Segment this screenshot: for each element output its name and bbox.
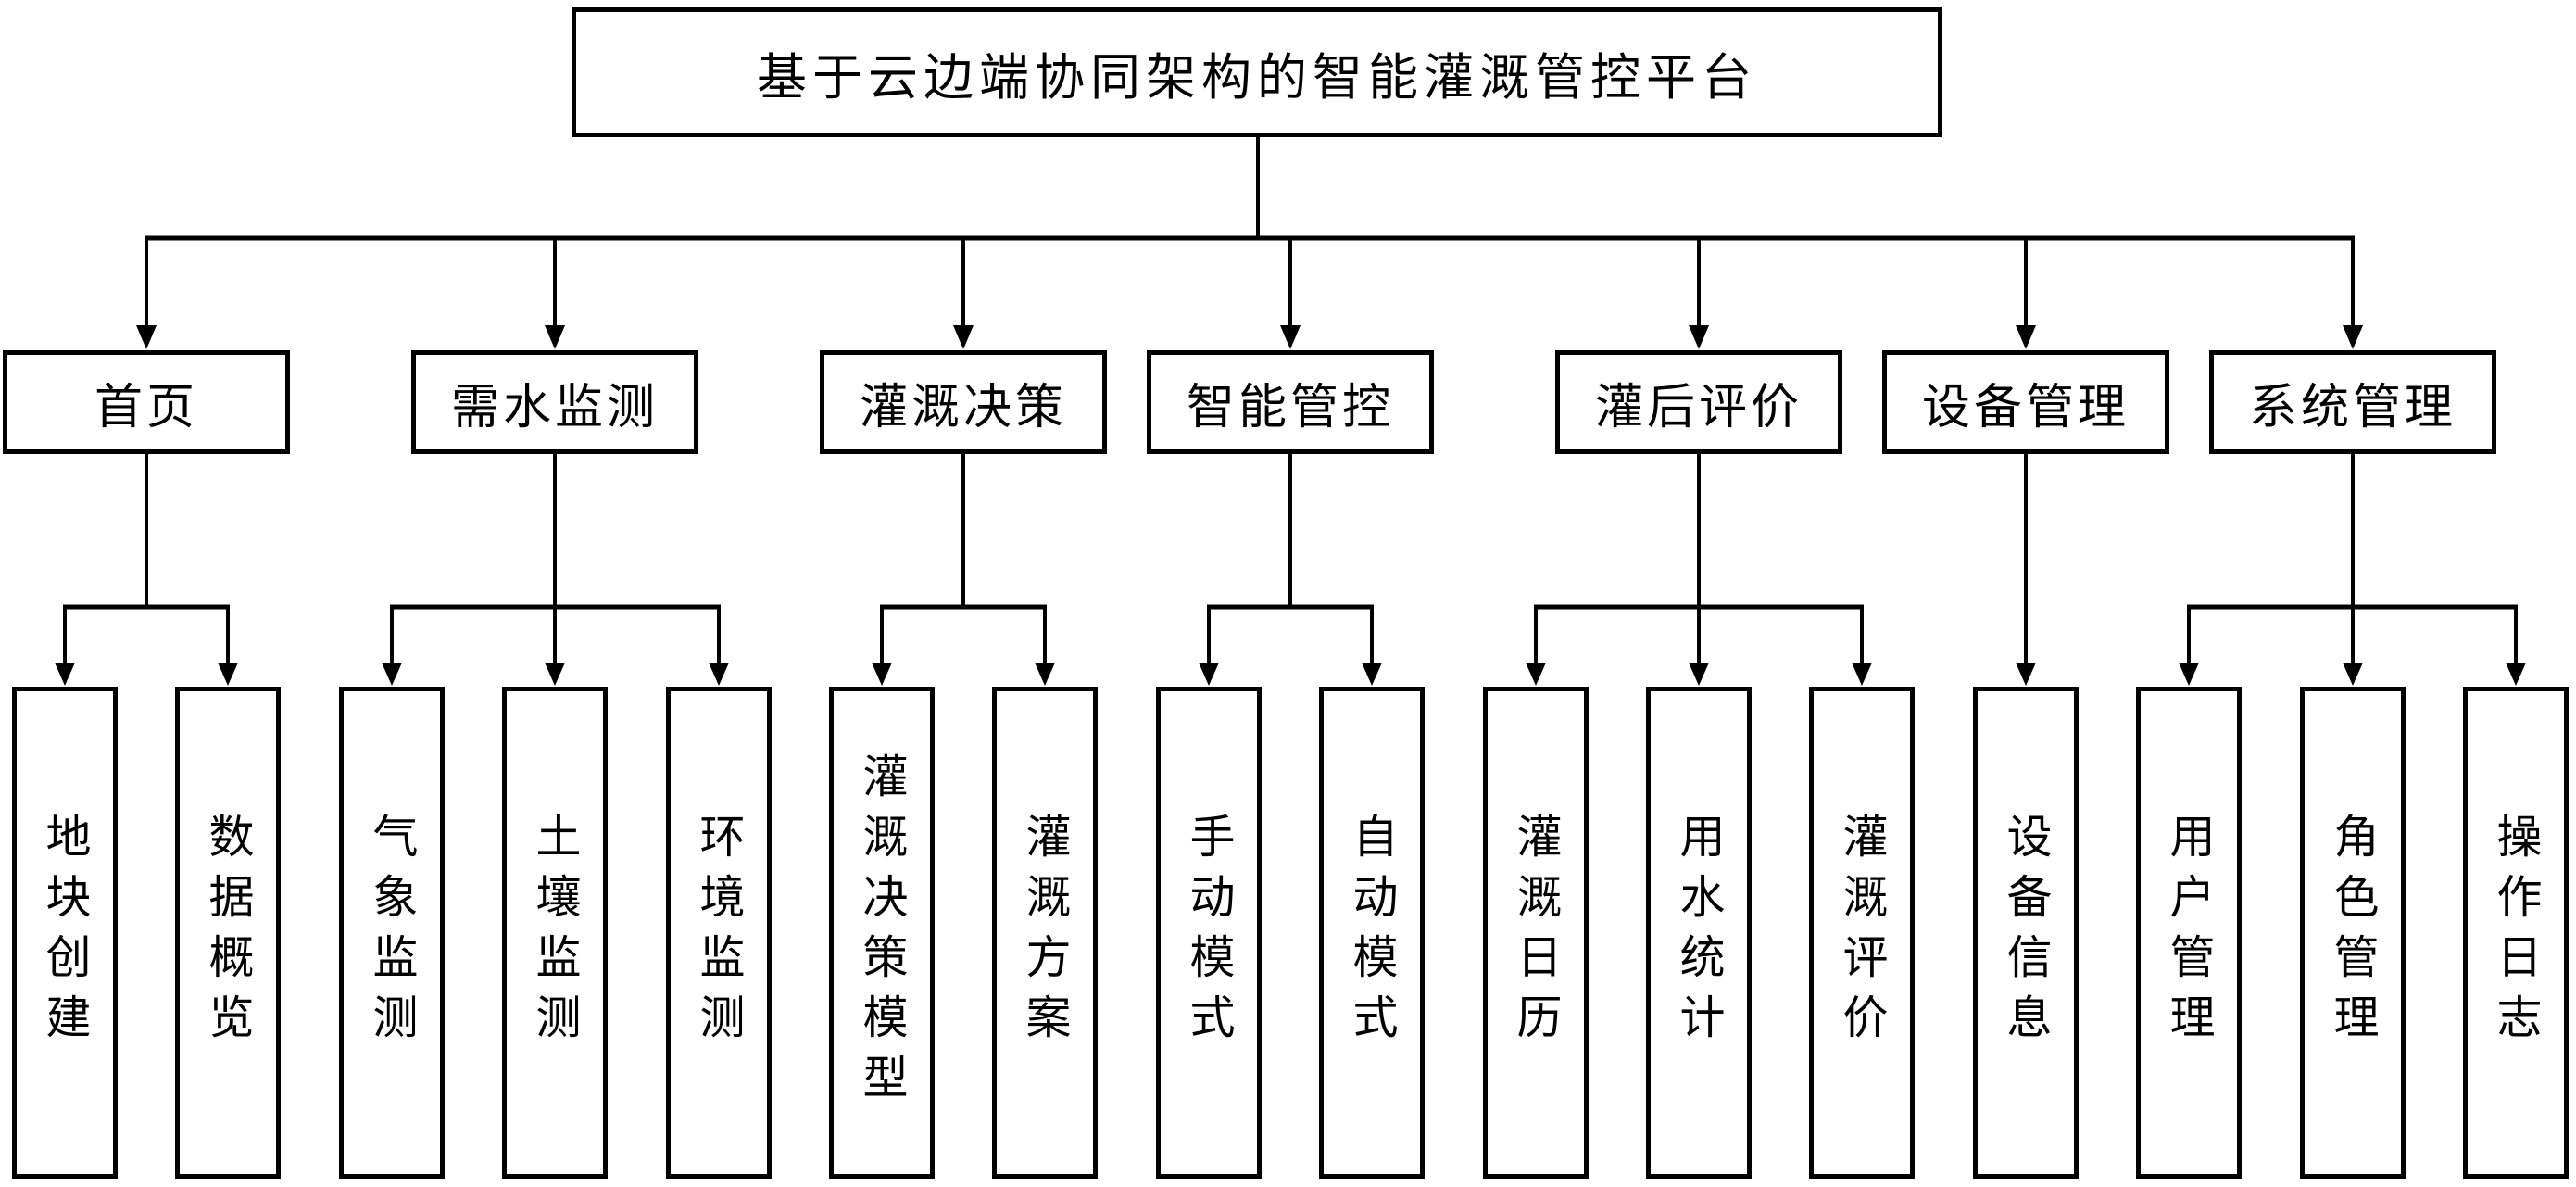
leaf-node-environment-monitoring-label: 环境监测 — [693, 812, 745, 1054]
root-connector — [145, 135, 2355, 241]
leaf-node-plot-creation: 地块创建 — [12, 687, 118, 1179]
branch-node-water-demand-monitoring: 需水监测 — [411, 350, 698, 454]
leaf-node-role-management: 角色管理 — [2300, 687, 2406, 1179]
leaf-node-device-info-label: 设备信息 — [2000, 812, 2052, 1054]
split-connector-water-demand-monitoring — [382, 454, 729, 686]
branch-node-intelligent-control: 智能管控 — [1147, 350, 1434, 454]
root-node-label: 基于云边端协同架构的智能灌溉管控平台 — [757, 49, 1757, 106]
leaf-node-irrigation-decision-model-label: 灌溉决策模型 — [856, 751, 908, 1114]
branch-node-device-management-label: 设备管理 — [1921, 381, 2130, 435]
leaf-node-irrigation-evaluation-label: 灌溉评价 — [1836, 812, 1888, 1054]
branch-node-system-management-label: 系统管理 — [2248, 381, 2457, 435]
leaf-node-irrigation-calendar-label: 灌溉日历 — [1510, 812, 1562, 1054]
split-connector-irrigation-decision — [872, 454, 1055, 686]
leaf-node-data-overview-label: 数据概览 — [202, 812, 254, 1054]
branch-node-system-management: 系统管理 — [2209, 350, 2496, 454]
branch-node-intelligent-control-label: 智能管控 — [1186, 381, 1394, 435]
root-node: 基于云边端协同架构的智能灌溉管控平台 — [572, 7, 1942, 137]
leaf-node-auto-mode-label: 自动模式 — [1346, 812, 1398, 1054]
branch-node-post-irrigation-evaluation: 灌后评价 — [1555, 350, 1842, 454]
leaf-node-irrigation-decision-model: 灌溉决策模型 — [829, 687, 935, 1179]
leaf-node-irrigation-plan: 灌溉方案 — [992, 687, 1098, 1179]
leaf-node-operation-log: 操作日志 — [2463, 687, 2569, 1179]
leaf-node-manual-mode: 手动模式 — [1156, 687, 1262, 1179]
split-connector-post-irrigation-evaluation — [1526, 454, 1872, 686]
split-connector-intelligent-control — [1199, 454, 1382, 686]
leaf-node-irrigation-plan-label: 灌溉方案 — [1019, 812, 1071, 1054]
leaf-node-weather-monitoring-label: 气象监测 — [366, 812, 418, 1054]
leaf-node-role-management-label: 角色管理 — [2327, 812, 2379, 1054]
branch-node-irrigation-decision-label: 灌溉决策 — [859, 381, 1067, 435]
leaf-node-water-use-statistics-label: 用水统计 — [1673, 812, 1725, 1054]
leaf-node-water-use-statistics: 用水统计 — [1646, 687, 1752, 1179]
leaf-node-soil-monitoring: 土壤监测 — [502, 687, 608, 1179]
leaf-node-manual-mode-label: 手动模式 — [1183, 812, 1235, 1054]
branch-drop-arrows — [136, 238, 2363, 349]
leaf-node-irrigation-evaluation: 灌溉评价 — [1809, 687, 1915, 1179]
branch-node-post-irrigation-evaluation-label: 灌后评价 — [1594, 381, 1803, 435]
split-connector-home — [55, 454, 238, 686]
leaf-node-plot-creation-label: 地块创建 — [39, 812, 91, 1054]
branch-node-home-label: 首页 — [94, 381, 198, 435]
leaf-node-soil-monitoring-label: 土壤监测 — [529, 812, 581, 1054]
leaf-node-irrigation-calendar: 灌溉日历 — [1483, 687, 1589, 1179]
branch-node-irrigation-decision: 灌溉决策 — [820, 350, 1107, 454]
branch-node-water-demand-monitoring-label: 需水监测 — [450, 381, 659, 435]
leaf-node-user-management: 用户管理 — [2136, 687, 2242, 1179]
split-connector-system-management — [2179, 454, 2526, 686]
branch-node-device-management: 设备管理 — [1882, 350, 2169, 454]
leaf-node-device-info: 设备信息 — [1973, 687, 2079, 1179]
leaf-node-auto-mode: 自动模式 — [1319, 687, 1425, 1179]
leaf-node-user-management-label: 用户管理 — [2163, 812, 2215, 1054]
leaf-node-data-overview: 数据概览 — [175, 687, 281, 1179]
split-connector-device-management — [2016, 454, 2036, 686]
leaf-node-operation-log-label: 操作日志 — [2490, 812, 2542, 1054]
leaf-node-environment-monitoring: 环境监测 — [666, 687, 772, 1179]
leaf-node-weather-monitoring: 气象监测 — [339, 687, 445, 1179]
branch-node-home: 首页 — [3, 350, 290, 454]
